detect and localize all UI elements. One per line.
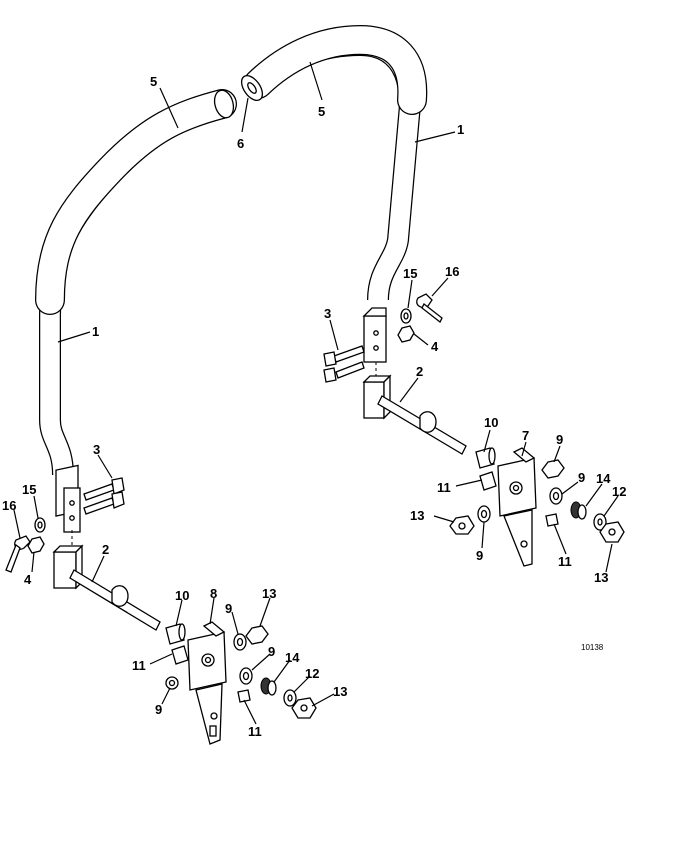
callout-5: 5 xyxy=(318,104,325,119)
callout-13: 13 xyxy=(594,570,608,585)
right-hardware-stack xyxy=(449,459,625,543)
right-pivot-shaft-2 xyxy=(377,395,467,455)
left-lock-lever-16 xyxy=(5,535,31,573)
callout-9: 9 xyxy=(225,601,232,616)
figure-id: 10138 xyxy=(581,643,604,652)
left-pivot-shaft-2 xyxy=(69,569,161,631)
callout-11: 11 xyxy=(437,480,451,495)
callout-12: 12 xyxy=(612,484,626,499)
callout-11: 11 xyxy=(132,658,146,673)
right-lock-lever-16 xyxy=(416,293,443,323)
callout-14: 14 xyxy=(596,471,611,486)
callout-13: 13 xyxy=(333,684,347,699)
left-washer-15 xyxy=(34,517,46,533)
callout-13: 13 xyxy=(410,508,424,523)
right-nut-4 xyxy=(397,325,415,343)
callout-14: 14 xyxy=(285,650,300,665)
callout-3: 3 xyxy=(93,442,100,457)
callout-15: 15 xyxy=(22,482,36,497)
callout-10: 10 xyxy=(175,588,189,603)
callout-12: 12 xyxy=(305,666,319,681)
left-bolts-3 xyxy=(83,477,125,515)
callout-1: 1 xyxy=(92,324,99,339)
callout-2: 2 xyxy=(416,364,423,379)
left-pivot-bracket xyxy=(55,464,81,555)
callout-8: 8 xyxy=(210,586,217,601)
right-bolts-3 xyxy=(323,345,365,383)
callout-9: 9 xyxy=(578,470,585,485)
callout-4: 4 xyxy=(431,339,439,354)
callout-2: 2 xyxy=(102,542,109,557)
callout-1: 1 xyxy=(457,122,464,137)
callout-15: 15 xyxy=(403,266,417,281)
callout-7: 7 xyxy=(522,428,529,443)
callout-16: 16 xyxy=(2,498,16,513)
right-pivot-block xyxy=(362,374,392,420)
leader-lines xyxy=(13,61,619,725)
left-hardware-stack xyxy=(165,625,317,719)
right-grip xyxy=(240,25,428,115)
callout-10: 10 xyxy=(484,415,498,430)
callout-9: 9 xyxy=(556,432,563,447)
left-nut-4 xyxy=(27,536,45,554)
left-mount-plate-8 xyxy=(187,621,227,745)
callout-5: 5 xyxy=(150,74,157,89)
left-spacer-10 xyxy=(165,623,186,645)
right-spacer-10 xyxy=(475,447,496,469)
left-grip xyxy=(35,89,237,315)
callout-11: 11 xyxy=(248,724,262,739)
callout-labels: 5 6 5 1 1 16 15 3 4 2 15 16 3 4 2 10 7 9… xyxy=(2,74,626,739)
right-pivot-bracket xyxy=(362,307,387,382)
callout-13: 13 xyxy=(262,586,276,601)
callout-9: 9 xyxy=(155,702,162,717)
callout-9: 9 xyxy=(476,548,483,563)
callout-16: 16 xyxy=(445,264,459,279)
callout-3: 3 xyxy=(324,306,331,321)
callout-4: 4 xyxy=(24,572,32,587)
callout-11: 11 xyxy=(558,554,572,569)
right-washer-15 xyxy=(400,308,412,324)
callout-6: 6 xyxy=(237,136,244,151)
callout-9: 9 xyxy=(268,644,275,659)
right-mount-plate-7 xyxy=(497,447,537,567)
